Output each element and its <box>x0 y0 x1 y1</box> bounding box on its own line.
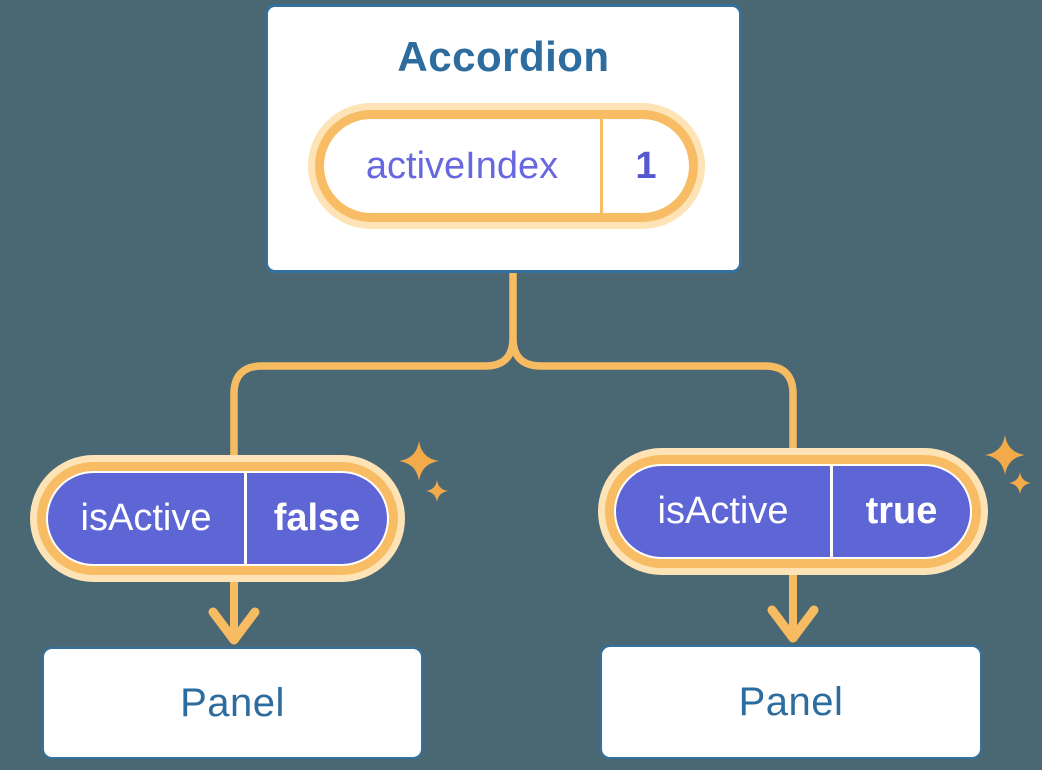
pill-divider <box>244 473 247 564</box>
component-title: Panel <box>180 680 285 725</box>
pill-divider <box>830 466 833 557</box>
prop-pill-isactive-right: isActive true <box>616 466 970 557</box>
sparkle-icon <box>985 435 1025 475</box>
prop-name: isActive <box>80 497 212 539</box>
sparkle-icon <box>426 480 448 502</box>
state-value: 1 <box>635 144 657 187</box>
prop-value: false <box>273 497 361 539</box>
panel-component-box-left: Panel <box>42 647 423 759</box>
arrow-down-icon <box>767 605 819 643</box>
panel-component-box-right: Panel <box>600 645 982 759</box>
sparkle-icon <box>1009 472 1031 494</box>
component-title: Accordion <box>397 33 610 80</box>
state-name: activeIndex <box>365 144 559 187</box>
prop-pill-isactive-left: isActive false <box>48 473 387 564</box>
arrow-down-icon <box>208 607 260 645</box>
sparkle-icon <box>399 441 439 481</box>
connector-tree <box>230 268 797 460</box>
component-title: Panel <box>738 679 844 724</box>
pill-divider <box>600 119 603 213</box>
prop-value: true <box>865 490 938 532</box>
state-pill-activeindex: activeIndex 1 <box>324 119 689 213</box>
prop-name: isActive <box>657 490 789 532</box>
